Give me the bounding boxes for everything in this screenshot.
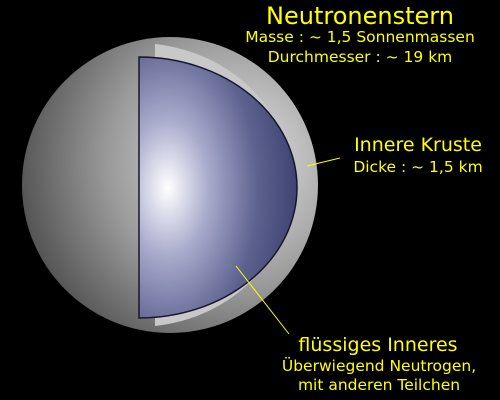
crust-leader-line xyxy=(306,157,341,167)
interior-leader-line xyxy=(235,265,290,335)
diameter-label: Durchmesser : ~ 19 km xyxy=(267,48,453,66)
crust-label: Innere Kruste xyxy=(354,134,482,156)
diagram-title: Neutronenstern xyxy=(266,2,454,30)
mass-label: Masse : ~ 1,5 Sonnenmassen xyxy=(245,28,475,46)
interior-label: flüssiges Inneres xyxy=(298,334,458,356)
crust-thickness-label: Dicke : ~ 1,5 km xyxy=(353,158,483,176)
interior-section xyxy=(138,56,298,319)
interior-description-line1: Überwiegend Neutrogen, xyxy=(281,357,477,375)
interior-description-line2: mit anderen Teilchen xyxy=(297,376,461,394)
